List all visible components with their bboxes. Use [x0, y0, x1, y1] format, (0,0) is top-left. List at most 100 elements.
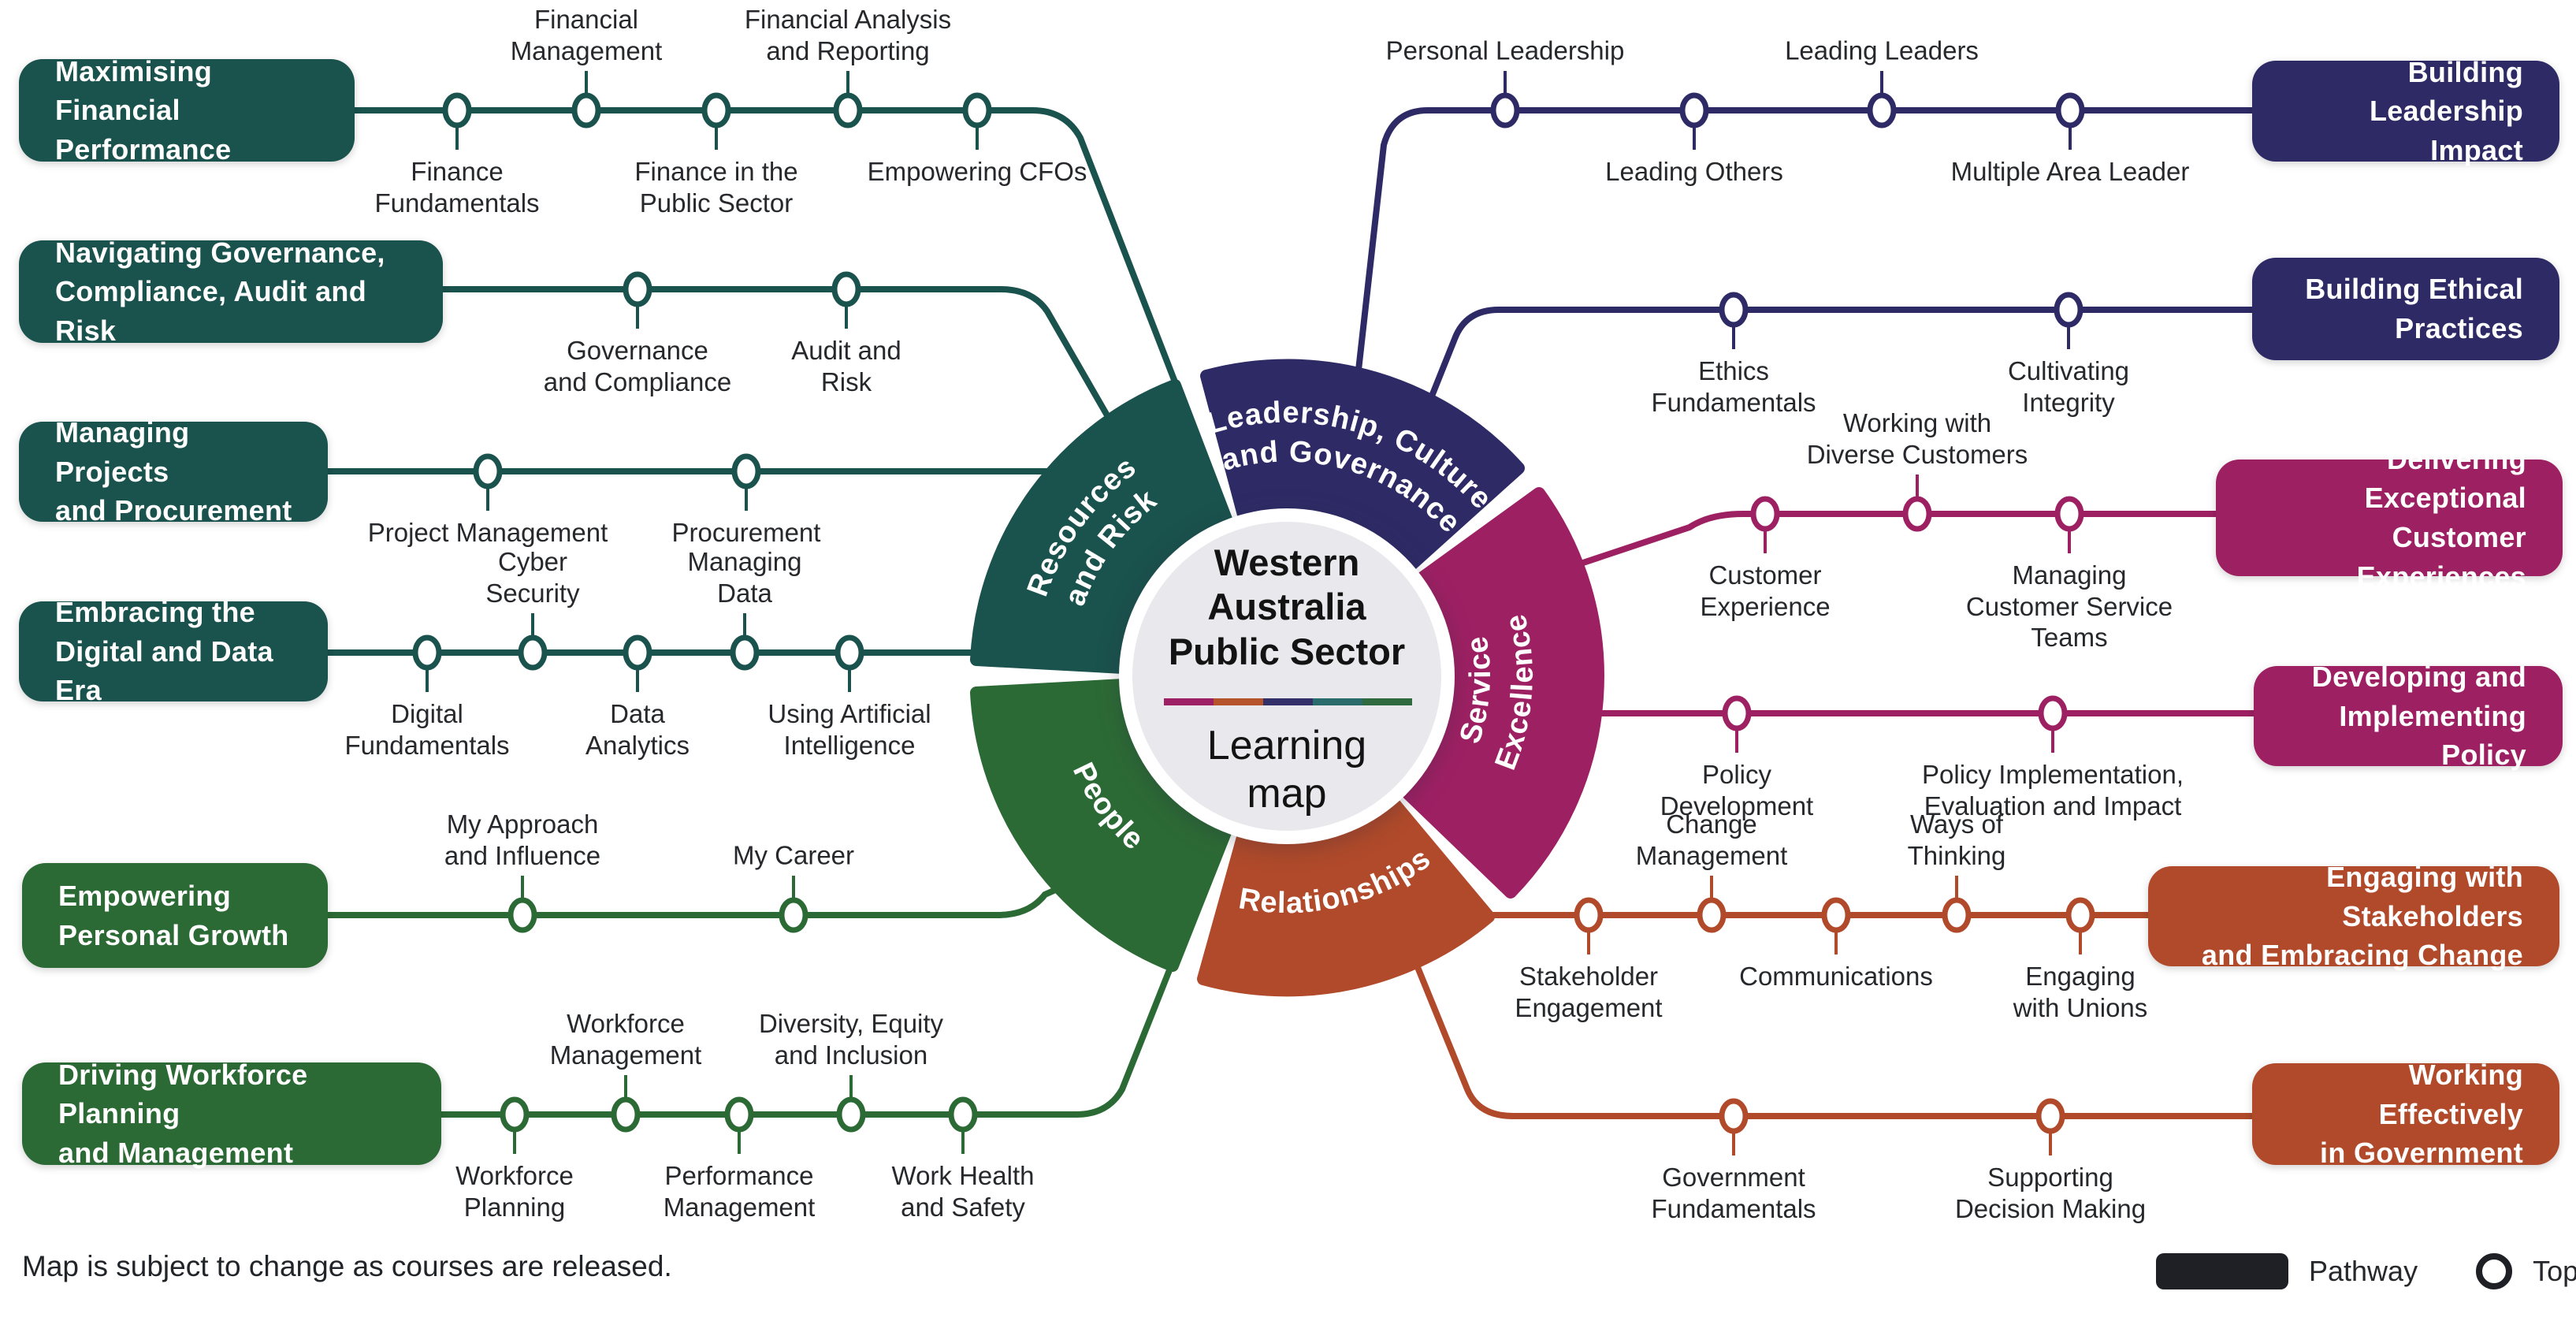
topic-node[interactable] — [2035, 1098, 2065, 1134]
topic-node[interactable] — [1750, 496, 1780, 532]
connector-leadership — [1341, 107, 2256, 500]
topic-label: Leading Leaders — [1785, 35, 1979, 65]
topic-node[interactable] — [1722, 695, 1752, 731]
center-divider — [1164, 698, 1412, 705]
topic-node[interactable] — [730, 634, 760, 671]
connector-customer — [1514, 511, 2228, 588]
topic-node[interactable] — [412, 634, 442, 671]
topic-node[interactable] — [779, 897, 808, 933]
topic-label: Leading Others — [1605, 157, 1783, 186]
pathway-box-building-ethical-practices[interactable]: Building Ethical Practices — [2252, 258, 2559, 360]
topic-node[interactable] — [623, 634, 652, 671]
topic-node[interactable] — [2038, 695, 2068, 731]
topic-node[interactable] — [833, 92, 863, 128]
pathway-box-engaging-stakeholders-change[interactable]: Engaging with Stakeholders and Embracing… — [2148, 861, 2559, 971]
topic-label: Finance in the Public Sector — [634, 157, 798, 218]
topic-node[interactable] — [500, 1096, 530, 1133]
topic-label: Policy Development — [1660, 760, 1814, 821]
topic-label: Finance Fundamentals — [374, 157, 540, 218]
topic-node[interactable] — [1719, 292, 1749, 328]
connector-workforce — [438, 929, 1188, 1118]
center-subtitle: Learning map — [1206, 723, 1367, 817]
topic-node[interactable] — [831, 271, 861, 307]
topic-node[interactable] — [962, 92, 992, 128]
topic-node[interactable] — [2054, 496, 2084, 532]
pathway-box-driving-workforce-planning[interactable]: Driving Workforce Planning and Managemen… — [22, 1059, 441, 1169]
topic-label: My Career — [732, 840, 855, 870]
topic-node[interactable] — [571, 92, 601, 128]
topic-node[interactable] — [948, 1096, 978, 1133]
topic-node[interactable] — [1490, 92, 1520, 128]
topic-label: Digital Fundamentals — [344, 699, 510, 760]
topic-node[interactable] — [1867, 92, 1897, 128]
topic-node[interactable] — [2055, 92, 2085, 128]
topic-label: Multiple Area Leader — [1950, 157, 2190, 186]
topic-label: Working with Diverse Customers — [1806, 407, 2028, 469]
topic-node[interactable] — [701, 92, 731, 128]
pathway-box-working-effectively-government[interactable]: Working Effectively in Government — [2252, 1059, 2559, 1169]
topic-node[interactable] — [1574, 897, 1604, 933]
topic-label: Project Management — [367, 518, 608, 547]
topic-node[interactable] — [518, 634, 548, 671]
topic-label: Using Artificial Intelligence — [768, 699, 931, 760]
topic-label: Financial Analysis and Reporting — [744, 4, 952, 65]
pathway-box-developing-implementing-policy[interactable]: Developing and Implementing Policy — [2254, 660, 2563, 771]
topic-label: Cyber Security — [485, 546, 580, 608]
topic-node[interactable] — [731, 453, 761, 489]
topic-label: My Approach and Influence — [444, 809, 601, 870]
topic-label: Government Fundamentals — [1651, 1163, 1816, 1223]
topic-label: Engaging with Unions — [2013, 962, 2148, 1022]
legend-pathway-swatch — [2156, 1253, 2288, 1289]
pathway-box-embracing-digital-data-era[interactable]: Embracing the Digital and Data Era — [19, 596, 328, 706]
pathway-box-delivering-customer-experiences[interactable]: Delivering Exceptional Customer Experien… — [2216, 443, 2563, 593]
center-title: Western Australia Public Sector — [1168, 541, 1406, 672]
topic-stems — [426, 71, 2082, 1155]
pathway-box-empowering-personal-growth[interactable]: Empowering Personal Growth — [22, 863, 328, 968]
topic-node[interactable] — [507, 897, 537, 933]
pathway-box-managing-projects-procurement[interactable]: Managing Projects and Procurement — [19, 416, 328, 527]
topic-label: Data Analytics — [585, 699, 690, 760]
topic-label: Managing Data — [687, 546, 802, 608]
donut-segments — [970, 359, 1604, 997]
topic-node[interactable] — [623, 271, 652, 307]
topic-label: Workforce Management — [549, 1008, 702, 1070]
topic-node[interactable] — [1697, 897, 1727, 933]
topic-label: Customer Experience — [1700, 560, 1831, 621]
topic-node[interactable] — [1679, 92, 1709, 128]
legend-topic-label: Topic — [2533, 1255, 2576, 1287]
connector-financial — [351, 107, 1209, 464]
topic-node[interactable] — [1942, 897, 1972, 933]
topic-label: Ethics Fundamentals — [1651, 356, 1816, 417]
topic-node[interactable] — [836, 1096, 866, 1133]
topic-label: Diversity, Equity and Inclusion — [758, 1008, 944, 1070]
topic-label: Personal Leadership — [1385, 35, 1625, 65]
topic-label: Stakeholder Engagement — [1515, 962, 1663, 1022]
topic-label: Performance Management — [663, 1161, 816, 1222]
topic-label: Change Management — [1635, 809, 1788, 870]
topic-node[interactable] — [442, 92, 472, 128]
topic-label: Supporting Decision Making — [1954, 1163, 2147, 1223]
topic-node[interactable] — [1821, 897, 1851, 933]
topic-node[interactable] — [1719, 1098, 1749, 1134]
topic-label: Governance and Compliance — [543, 336, 732, 396]
topic-label: Workforce Planning — [455, 1161, 574, 1222]
topic-node[interactable] — [473, 453, 503, 489]
footnote: Map is subject to change as courses are … — [22, 1250, 672, 1282]
topic-node[interactable] — [1902, 496, 1932, 532]
topic-node[interactable] — [724, 1096, 754, 1133]
connector-personal — [325, 844, 1154, 918]
topic-label: Procurement — [671, 518, 821, 547]
topic-node[interactable] — [2054, 292, 2083, 328]
topic-node[interactable] — [2065, 897, 2095, 933]
topic-label: Audit and Risk — [791, 336, 901, 396]
pathway-box-building-leadership-impact[interactable]: Building Leadership Impact — [2252, 56, 2559, 166]
topic-node[interactable] — [835, 634, 864, 671]
legend: Pathway Topic — [2156, 1253, 2576, 1289]
pathway-box-navigating-governance[interactable]: Navigating Governance, Compliance, Audit… — [19, 236, 443, 347]
topic-nodes — [412, 92, 2095, 1134]
topic-node[interactable] — [611, 1096, 641, 1133]
legend-pathway-label: Pathway — [2309, 1255, 2418, 1287]
pathway-box-maximising-financial-performance[interactable]: Maximising Financial Performance — [19, 55, 355, 166]
